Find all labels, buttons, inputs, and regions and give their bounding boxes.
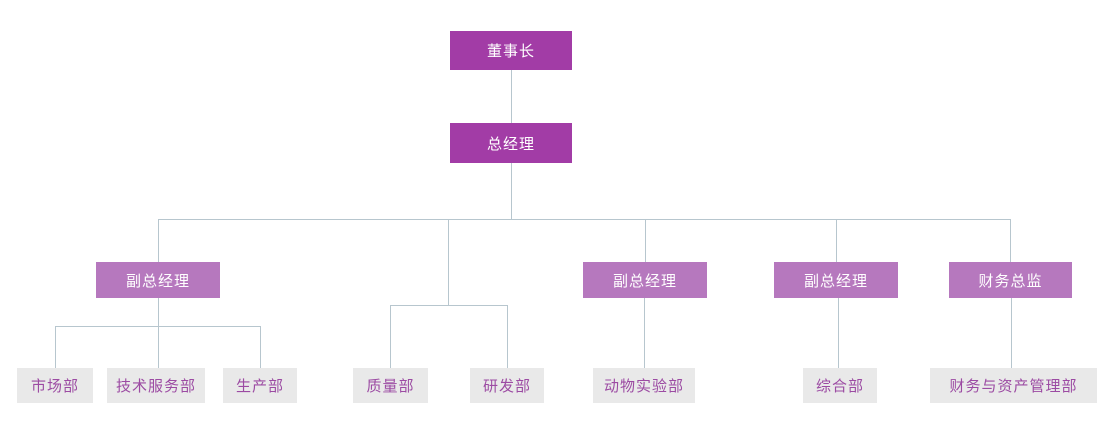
connector-bar-to-mid-branch <box>448 219 449 305</box>
connector-to-rnd <box>507 305 508 368</box>
connector-gm-to-main-bar <box>511 163 512 219</box>
connector-to-marketing <box>55 326 56 368</box>
org-node-general-manager: 总经理 <box>450 123 572 163</box>
connector-mid-bar <box>390 305 508 306</box>
org-node-tech-service-dept: 技术服务部 <box>107 368 205 403</box>
org-node-general-affairs-dept: 综合部 <box>803 368 877 403</box>
connector-deputy3-to-general-affairs <box>838 298 839 368</box>
connector-sub-bar-left <box>55 326 261 327</box>
connector-deputy2-to-animal-lab <box>644 298 645 368</box>
org-node-finance-director: 财务总监 <box>949 262 1072 298</box>
org-node-rnd-dept: 研发部 <box>470 368 544 403</box>
connector-bar-to-finance-director <box>1010 219 1011 262</box>
connector-deputy1-to-sub-bar <box>158 298 159 368</box>
org-node-marketing-dept: 市场部 <box>17 368 93 403</box>
org-node-deputy-gm-2: 副总经理 <box>583 262 707 298</box>
connector-bar-to-deputy1 <box>158 219 159 262</box>
org-node-quality-dept: 质量部 <box>353 368 428 403</box>
connector-chairman-to-gm <box>511 70 512 123</box>
connector-to-production <box>260 326 261 368</box>
org-node-deputy-gm-1: 副总经理 <box>96 262 220 298</box>
connector-bar-to-deputy2 <box>645 219 646 262</box>
connector-main-bar <box>158 219 1011 220</box>
org-node-animal-lab-dept: 动物实验部 <box>593 368 695 403</box>
org-node-chairman: 董事长 <box>450 31 572 70</box>
connector-bar-to-deputy3 <box>836 219 837 262</box>
connector-finance-director-to-finance-asset <box>1011 298 1012 368</box>
connector-to-quality <box>390 305 391 368</box>
org-node-finance-asset-dept: 财务与资产管理部 <box>930 368 1097 403</box>
org-node-deputy-gm-3: 副总经理 <box>774 262 898 298</box>
org-node-production-dept: 生产部 <box>223 368 297 403</box>
